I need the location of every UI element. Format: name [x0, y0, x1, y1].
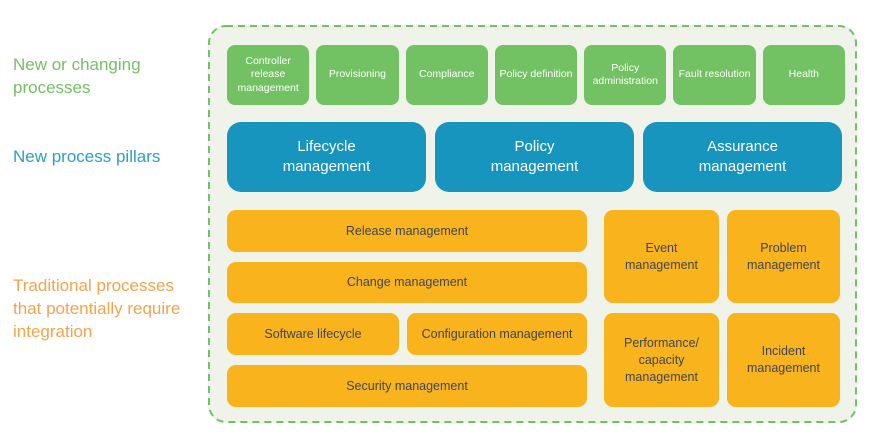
- process-box-health: Health: [762, 45, 845, 105]
- process-box-compliance: Compliance: [405, 45, 488, 105]
- process-box-policy-definition: Policy definition: [494, 45, 578, 105]
- new-processes-row: Controller release management Provisioni…: [227, 45, 845, 105]
- traditional-box-problem-management: Problem management: [727, 210, 840, 303]
- traditional-box-performance-capacity-management: Performance/ capacity management: [604, 313, 719, 407]
- traditional-box-release-management: Release management: [227, 210, 587, 252]
- traditional-box-security-management: Security management: [227, 365, 587, 407]
- process-diagram-container: Controller release management Provisioni…: [208, 25, 857, 423]
- traditional-box-change-management: Change management: [227, 262, 587, 303]
- process-pillars-row: Lifecycle management Policy management A…: [227, 122, 842, 192]
- traditional-box-event-management: Event management: [604, 210, 719, 303]
- process-box-policy-administration: Policy administration: [584, 45, 667, 105]
- label-new-process-pillars: New process pillars: [13, 147, 161, 166]
- process-box-provisioning: Provisioning: [316, 45, 399, 105]
- traditional-box-incident-management: Incident management: [727, 313, 840, 407]
- pillar-box-assurance-management: Assurance management: [643, 122, 842, 192]
- pillar-box-lifecycle-management: Lifecycle management: [227, 122, 426, 192]
- label-new-or-changing-processes: New or changing processes: [13, 55, 141, 97]
- process-box-fault-resolution: Fault resolution: [673, 45, 756, 105]
- process-box-controller-release-management: Controller release management: [227, 45, 310, 105]
- label-traditional-processes: Traditional processes that potentially r…: [13, 276, 181, 341]
- traditional-box-configuration-management: Configuration management: [407, 313, 587, 355]
- traditional-box-software-lifecycle: Software lifecycle: [227, 313, 399, 355]
- traditional-processes-grid: Release management Change management Sof…: [227, 210, 840, 407]
- pillar-box-policy-management: Policy management: [435, 122, 634, 192]
